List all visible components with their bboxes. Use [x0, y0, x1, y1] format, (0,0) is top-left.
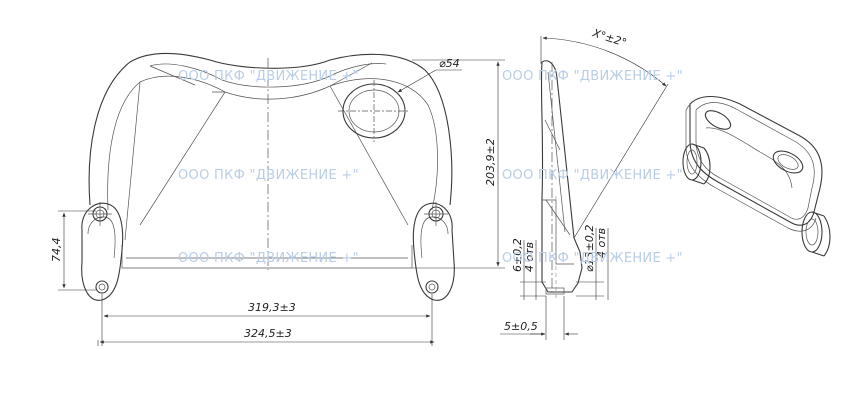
watermark-2: ООО ПКФ "ДВИЖЕНИЕ +"	[502, 69, 683, 84]
front-view	[81, 52, 455, 301]
watermark-5: ООО ПКФ "ДВИЖЕНИЕ +"	[178, 251, 359, 266]
watermark-4: ООО ПКФ "ДВИЖЕНИЕ +"	[502, 168, 683, 183]
front-inner-contour	[107, 75, 438, 211]
left-mount	[81, 202, 124, 301]
watermarks: ООО ПКФ "ДВИЖЕНИЕ +" ООО ПКФ "ДВИЖЕНИЕ +…	[178, 69, 683, 266]
dim-inner-width: 319,3±3	[248, 301, 296, 314]
front-dimensions: 203,9±2 ⌀54 74,4 319,3±3 324,5±3	[50, 57, 505, 346]
isometric-view	[682, 95, 831, 257]
dim-thickness: 5±0,5	[504, 320, 538, 333]
dim-hole-diameter: ⌀54	[439, 57, 460, 70]
dim-side-hole-diameter: ⌀13±0,2	[583, 225, 596, 272]
front-outer-contour	[88, 52, 453, 206]
watermark-6: ООО ПКФ "ДВИЖЕНИЕ +"	[502, 251, 683, 266]
watermark-3: ООО ПКФ "ДВИЖЕНИЕ +"	[178, 168, 359, 183]
dim-total-height: 203,9±2	[484, 138, 497, 186]
dim-outer-width: 324,5±3	[244, 327, 292, 340]
dim-side-offset-b: 4 отв	[523, 242, 536, 272]
right-mount	[412, 202, 455, 301]
dim-side-hole-count: 4 отв	[595, 228, 608, 258]
dim-side-offset-a: 6±0,2	[511, 238, 524, 272]
dim-mount-height: 74,4	[50, 238, 63, 263]
watermark-1: ООО ПКФ "ДВИЖЕНИЕ +"	[178, 69, 359, 84]
dim-angle: X°±2°	[590, 26, 628, 49]
